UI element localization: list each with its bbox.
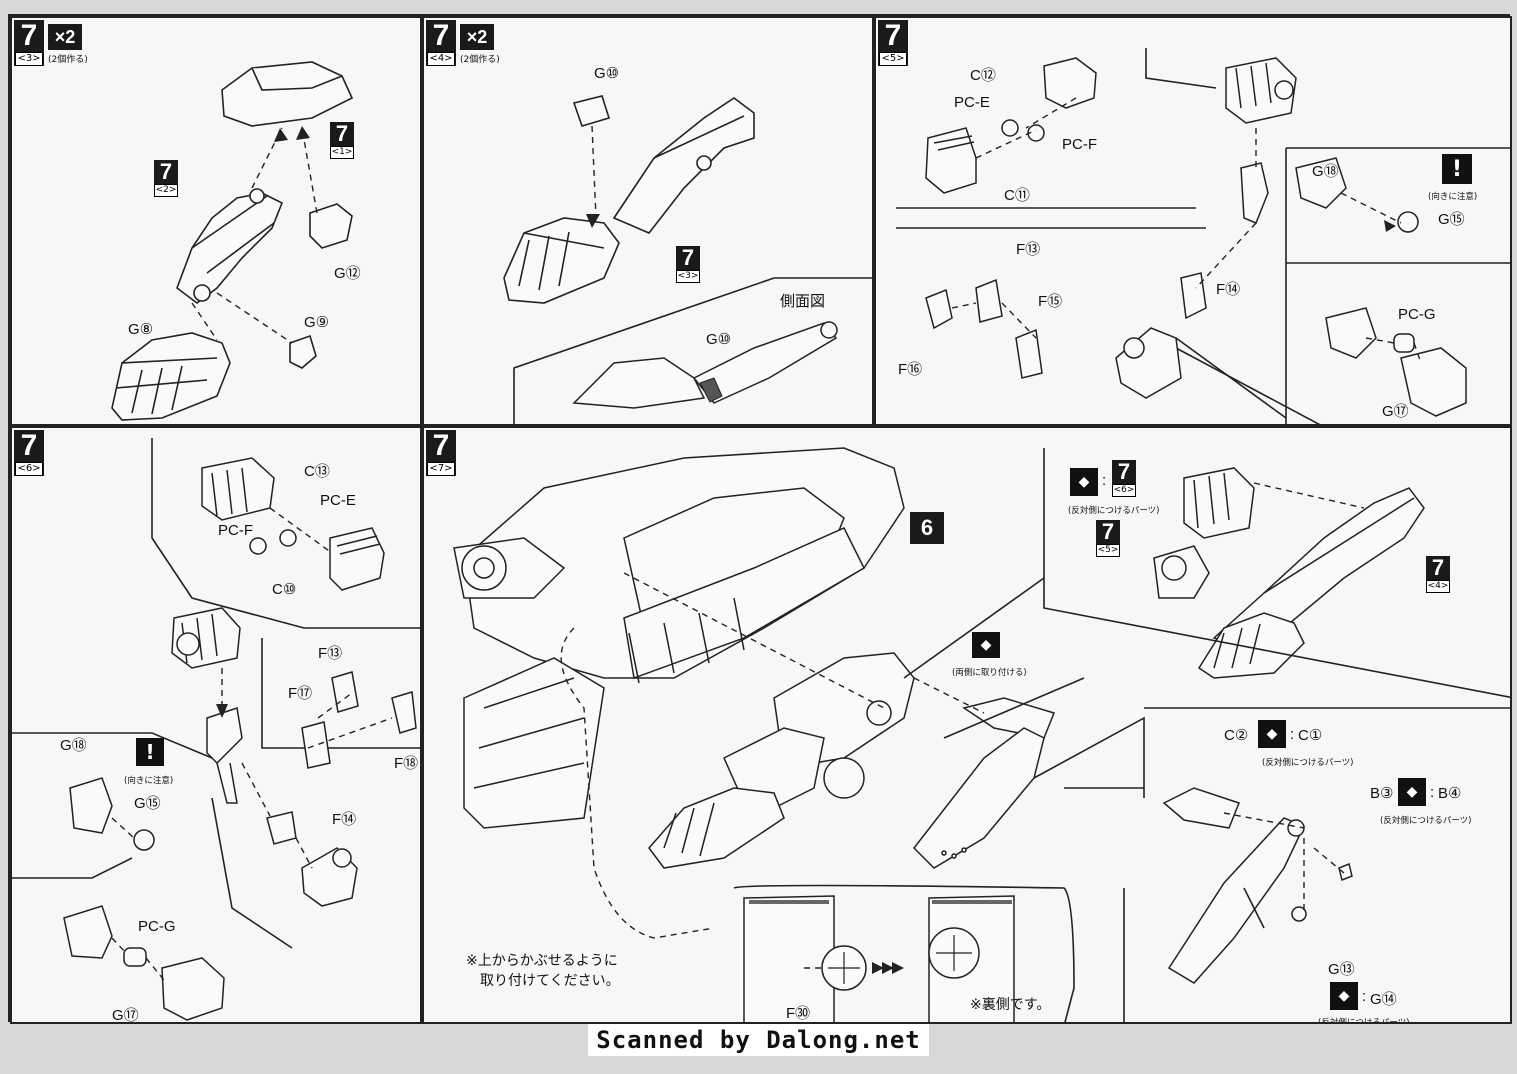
part-label: G⑮ <box>134 795 161 812</box>
part-label: C⑩ <box>272 581 297 598</box>
caution-note: (向きに注意) <box>124 776 174 786</box>
opposite-side-icon: ◆ <box>1258 720 1286 748</box>
part-label: F⑱ <box>394 755 419 772</box>
step-number: 7 <box>20 19 38 52</box>
part-label: B③ <box>1370 785 1394 802</box>
step-badge: 7 <4> <box>426 20 456 66</box>
opposite-side-icon: ◆ <box>1398 778 1426 806</box>
part-label: G⑰ <box>112 1007 139 1024</box>
part-label: F⑮ <box>1038 293 1063 310</box>
colon: : <box>1430 784 1435 801</box>
instruction-sheet: 7 <3> ×2 (2個作る) <box>8 14 1512 1024</box>
step-7-6-drawing <box>12 438 420 1021</box>
ref-badge-6: 6 <box>910 512 944 544</box>
opposite-side-icon: ◆ <box>1330 982 1358 1010</box>
step-7-4-drawing <box>503 95 872 424</box>
opposite-side-icon: ◆ <box>1070 468 1098 496</box>
ref-badge-7-6: 7<6> <box>1112 459 1136 497</box>
step-7-7-panel: 7 <7> <box>422 426 1512 1024</box>
part-label: G⑩ <box>594 65 620 82</box>
multiplier-badge: ×2 <box>48 24 82 50</box>
multiplier-badge: ×2 <box>460 24 494 50</box>
step-7-6-panel: 7 <6> <box>10 426 422 1024</box>
ref-badge-7-2: 7<2> <box>154 159 178 197</box>
part-label: G⑧ <box>128 321 154 338</box>
step-badge: 7 <5> <box>878 20 908 66</box>
caution-icon: ! <box>136 738 164 766</box>
ref-badge-7-5: 7<5> <box>1096 519 1120 557</box>
part-label: PC-F <box>1062 136 1097 153</box>
part-label: F㉚ <box>786 1005 811 1022</box>
step-badge: 7 <7> <box>426 430 456 476</box>
scan-credit-text: Scanned by Dalong.net <box>588 1024 929 1056</box>
part-label: F⑯ <box>898 361 923 378</box>
part-label: G⑭ <box>1370 991 1397 1008</box>
colon: : <box>1102 472 1107 489</box>
ref-badge-7-1: 7<1> <box>330 121 354 159</box>
part-label: G⑬ <box>1328 961 1355 978</box>
opposite-side-note: (反対側につけるパーツ) <box>1262 758 1354 768</box>
ref-badge-7-4: 7<4> <box>1426 555 1450 593</box>
part-label: PC-G <box>1398 306 1436 323</box>
scan-credit: Scanned by Dalong.net <box>0 1024 1517 1056</box>
multiplier-note: (2個作る) <box>48 55 88 65</box>
colon: : <box>1290 726 1295 743</box>
part-label: PC-E <box>320 492 356 509</box>
part-label: PC-E <box>954 94 990 111</box>
part-label: C⑪ <box>1004 187 1030 204</box>
colon: : <box>1362 988 1367 1005</box>
ref-badge-7-3: 7<3> <box>676 245 700 283</box>
part-label: G⑮ <box>1438 211 1465 228</box>
part-label: F⑬ <box>1016 241 1041 258</box>
part-label: F⑭ <box>1216 281 1241 298</box>
part-label: G⑱ <box>60 737 87 754</box>
part-label: G⑱ <box>1312 163 1339 180</box>
part-label: G⑫ <box>334 265 361 282</box>
part-label: G⑩ <box>706 331 732 348</box>
both-sides-note: (両側に取り付ける) <box>952 668 1027 678</box>
step-7-5-panel: 7 <5> <box>874 16 1512 426</box>
part-label: B④ <box>1438 785 1462 802</box>
part-label: PC-F <box>218 522 253 539</box>
back-side-note: ※裏側です。 <box>970 997 1051 1013</box>
step-substep: <3> <box>15 52 43 66</box>
install-note-line2: 取り付けてください。 <box>480 973 620 989</box>
opposite-side-note: (反対側につけるパーツ) <box>1318 1018 1410 1024</box>
both-sides-icon: ◆ <box>972 632 1000 658</box>
multiplier-note: (2個作る) <box>460 55 500 65</box>
caution-icon: ! <box>1442 154 1472 184</box>
install-note-line1: ※上からかぶせるように <box>466 953 618 969</box>
step-7-7-drawing <box>453 447 1510 1022</box>
side-view-label: 側面図 <box>780 293 826 310</box>
step-7-3-drawing <box>111 61 354 421</box>
opposite-side-note: (反対側につけるパーツ) <box>1068 506 1160 516</box>
step-7-4-panel: 7 <4> ×2 (2個作る) <box>422 16 874 426</box>
part-label: G⑰ <box>1382 403 1409 420</box>
part-label: C① <box>1298 727 1323 744</box>
caution-note: (向きに注意) <box>1428 192 1478 202</box>
opposite-side-note: (反対側につけるパーツ) <box>1380 816 1472 826</box>
part-label: F⑬ <box>318 645 343 662</box>
part-label: C② <box>1224 727 1249 744</box>
part-label: F⑰ <box>288 685 313 702</box>
step-badge: 7 <6> <box>14 430 44 476</box>
step-7-5-drawing <box>896 48 1510 424</box>
part-label: G⑨ <box>304 314 330 331</box>
part-label: F⑭ <box>332 811 357 828</box>
step-7-3-panel: 7 <3> ×2 (2個作る) <box>10 16 422 426</box>
part-label: C⑫ <box>970 67 996 84</box>
part-label: PC-G <box>138 918 176 935</box>
step-badge: 7 <3> <box>14 20 44 66</box>
part-label: C⑬ <box>304 463 330 480</box>
